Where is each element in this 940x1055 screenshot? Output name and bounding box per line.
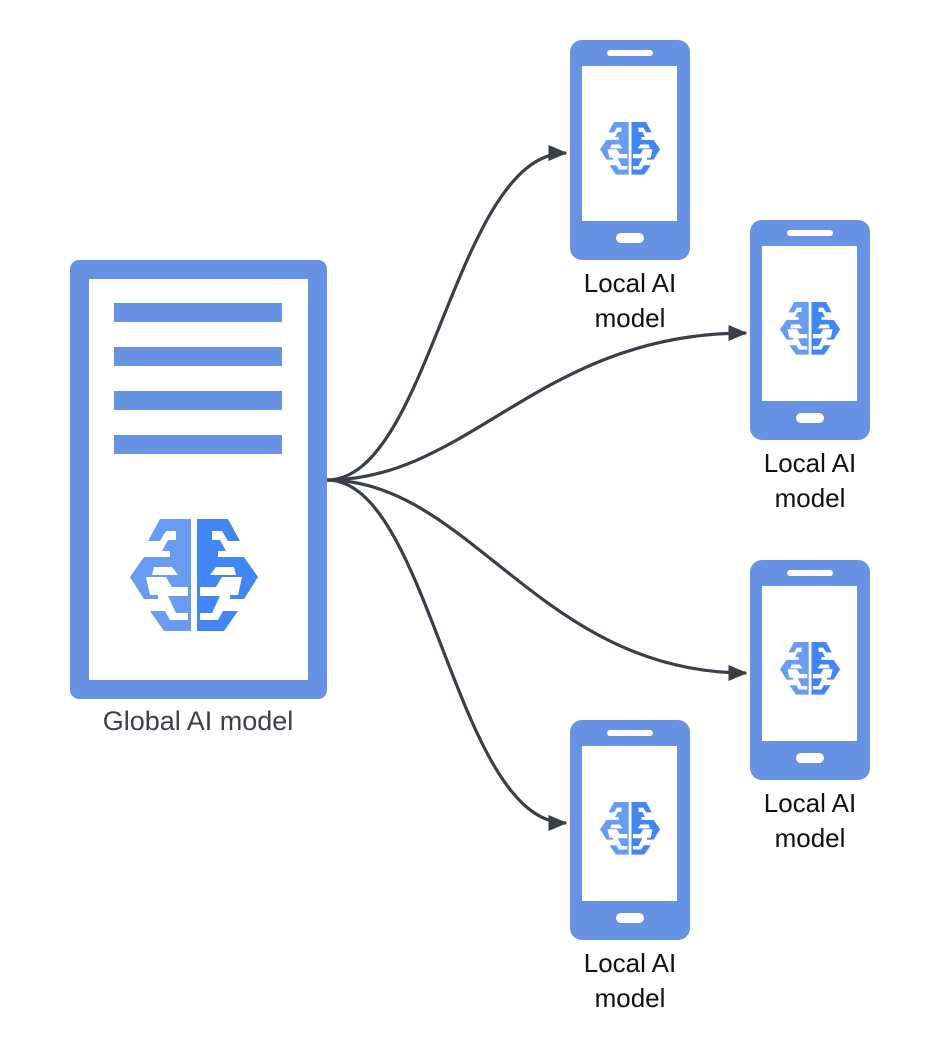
label-line: Local AI — [583, 268, 677, 298]
local-model-phone-3 — [750, 560, 870, 780]
server-line — [114, 391, 282, 410]
connection-arrow — [326, 478, 748, 681]
label-line: model — [774, 483, 846, 513]
smartphone-icon — [750, 560, 870, 780]
global-model-server — [70, 260, 327, 699]
local-model-phone-2 — [750, 220, 870, 440]
local-model-phone-1 — [570, 40, 690, 260]
server-line — [114, 347, 282, 366]
local-model-phone-4 — [570, 720, 690, 940]
label-line: model — [594, 983, 666, 1013]
local-model-label-1: Local AI model — [550, 266, 710, 336]
connections — [326, 145, 748, 831]
server-line — [114, 435, 282, 454]
label-line: model — [594, 303, 666, 333]
server-line — [114, 303, 282, 322]
label-line: model — [774, 823, 846, 853]
smartphone-icon — [750, 220, 870, 440]
local-model-label-4: Local AI model — [550, 946, 710, 1016]
label-line: Local AI — [583, 948, 677, 978]
global-model-label-text: Global AI model — [102, 706, 294, 736]
global-model-label: Global AI model — [48, 704, 348, 739]
label-line: Local AI — [763, 788, 857, 818]
local-model-label-2: Local AI model — [730, 446, 890, 516]
connection-arrow — [326, 478, 568, 831]
local-model-label-3: Local AI model — [730, 786, 890, 856]
connection-arrow — [326, 145, 568, 482]
connection-arrow — [326, 325, 748, 482]
smartphone-icon — [570, 720, 690, 940]
smartphone-icon — [570, 40, 690, 260]
label-line: Local AI — [763, 448, 857, 478]
